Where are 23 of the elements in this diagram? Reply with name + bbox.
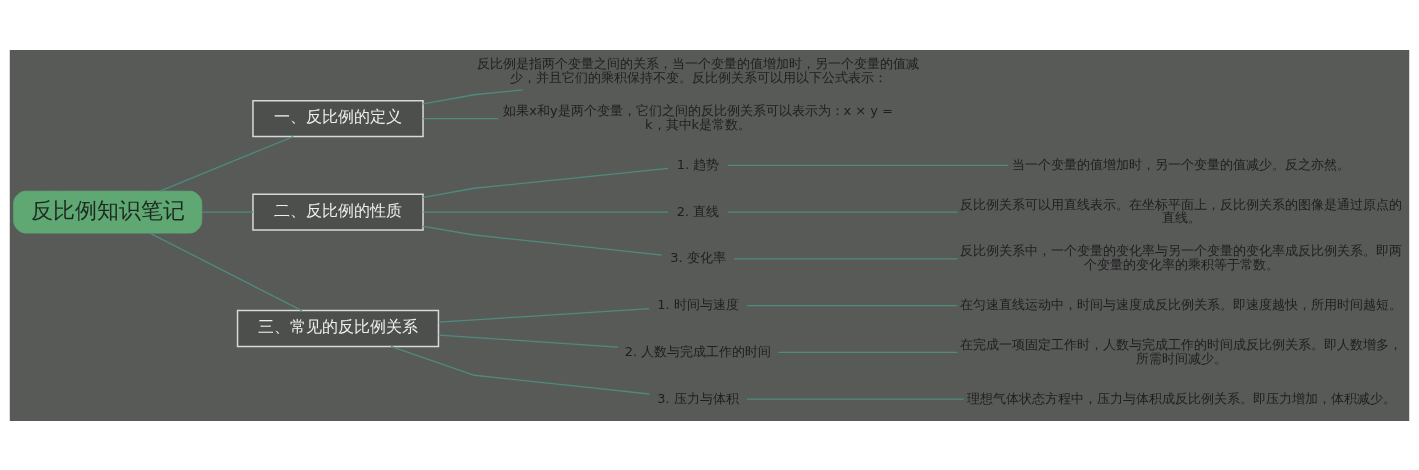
connector — [422, 211, 669, 213]
connector — [438, 334, 619, 348]
connector — [149, 231, 303, 311]
connector — [733, 257, 959, 259]
connector — [422, 167, 670, 198]
connector — [422, 225, 663, 256]
node-box: 一、反比例的定义 — [252, 99, 424, 137]
node-text: 2. 直线 — [676, 203, 720, 219]
connector — [746, 304, 959, 306]
connector — [422, 88, 524, 104]
connector — [201, 211, 254, 213]
connector — [746, 397, 965, 400]
connector — [438, 307, 650, 323]
node-box: 三、常见的反比例关系 — [236, 309, 440, 347]
connector — [390, 345, 650, 395]
connector — [422, 117, 499, 119]
connector — [777, 351, 959, 353]
node-box: 二、反比例的性质 — [252, 192, 424, 231]
connector — [727, 211, 959, 213]
connector — [727, 164, 1009, 166]
node-text: 3. 变化率 — [670, 249, 726, 265]
connector — [159, 135, 294, 192]
node-box: 反比例知识笔记 — [13, 190, 203, 233]
